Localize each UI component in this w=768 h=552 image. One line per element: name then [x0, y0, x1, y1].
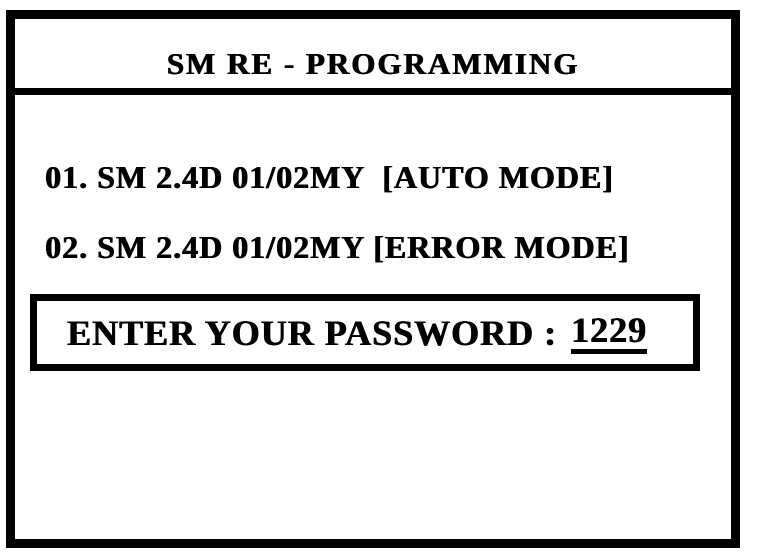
- menu-item-01-auto-mode[interactable]: 01. SM 2.4D 01/02MY [AUTO MODE]: [45, 159, 614, 195]
- screen-title: SM RE - PROGRAMMING: [166, 45, 580, 81]
- title-bar: SM RE - PROGRAMMING: [15, 19, 731, 95]
- password-input-value[interactable]: 1229: [571, 312, 648, 354]
- menu-item-02-error-mode[interactable]: 02. SM 2.4D 01/02MY [ERROR MODE]: [45, 229, 630, 265]
- password-box[interactable]: ENTER YOUR PASSWORD : 1229: [30, 294, 700, 371]
- password-prompt-label: ENTER YOUR PASSWORD :: [67, 312, 558, 353]
- device-screen: SM RE - PROGRAMMING 01. SM 2.4D 01/02MY …: [6, 10, 740, 548]
